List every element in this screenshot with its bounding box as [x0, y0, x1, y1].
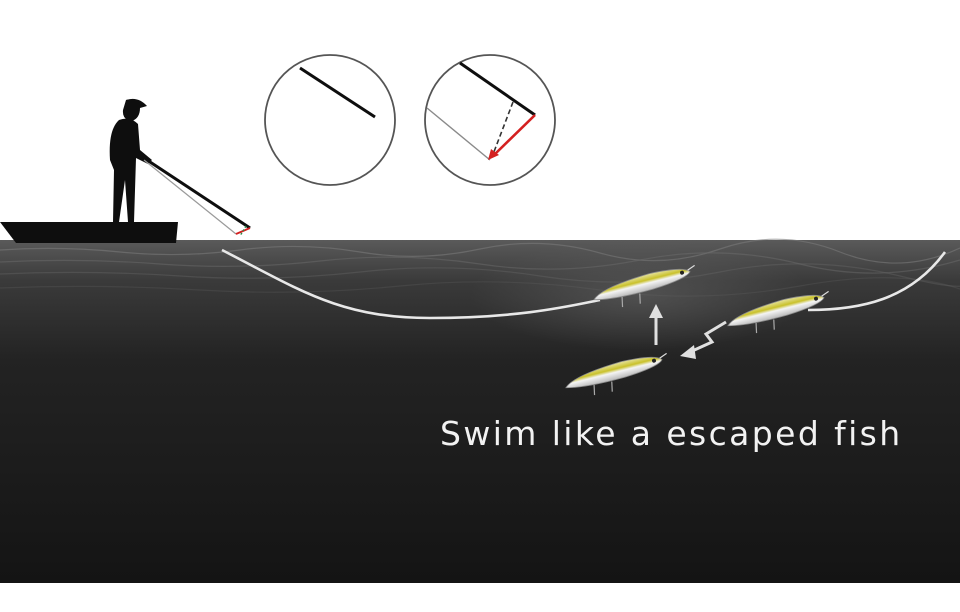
rod-jerk-icon	[424, 54, 556, 186]
angler-silhouette	[109, 98, 152, 222]
arrow-up-icon	[649, 304, 663, 345]
bottom-margin	[0, 583, 960, 612]
lure-icon	[727, 290, 829, 334]
caption-text: Swim like a escaped fish	[440, 414, 903, 453]
rod-and-line	[143, 156, 251, 237]
fishing-line	[221, 248, 601, 320]
rod-still-icon	[264, 54, 396, 186]
lure-icon	[593, 264, 695, 308]
boat-silhouette	[0, 222, 178, 243]
lure-icon	[565, 352, 667, 396]
fishing-line-right	[807, 251, 947, 312]
arrow-zigzag-icon	[680, 320, 727, 359]
